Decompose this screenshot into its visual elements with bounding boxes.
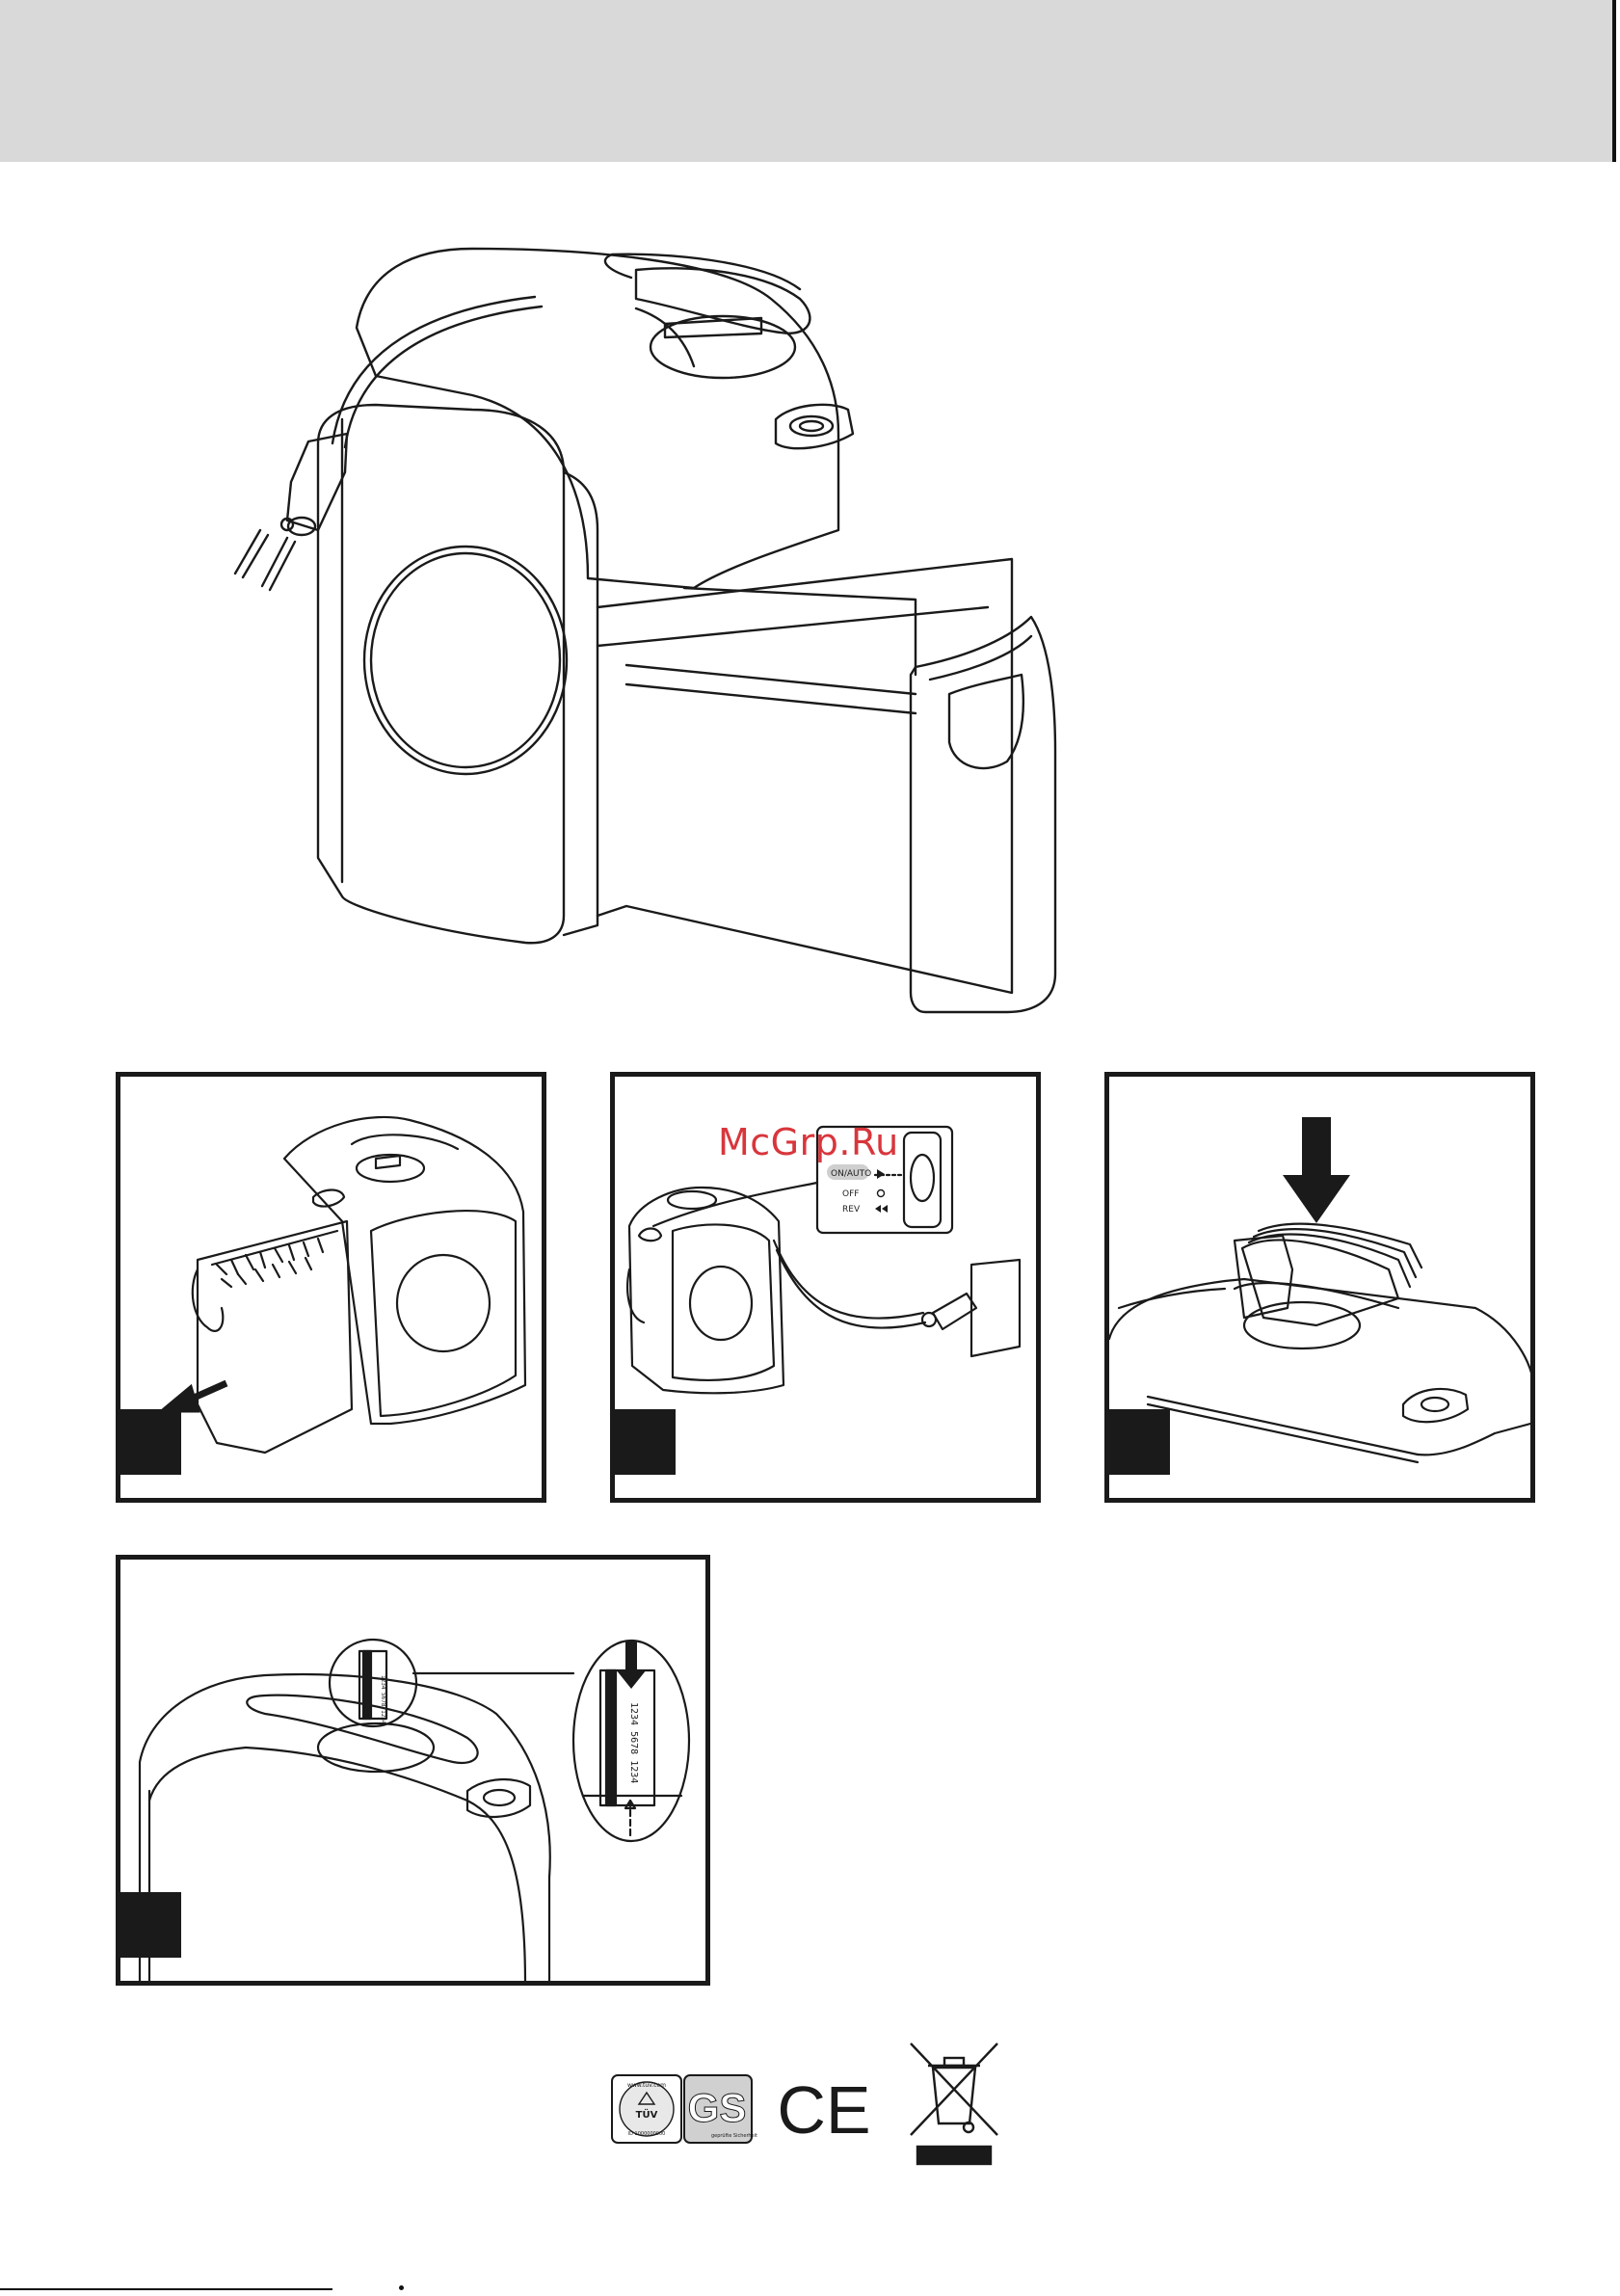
switch-on-label: ON/AUTO [831,1169,871,1179]
tuv-brand: TÜV [636,2107,658,2121]
step-4-marker [116,1892,181,1958]
switch-rev-label: REV [842,1205,861,1215]
svg-text:CE: CE [777,2072,870,2148]
step-2-marker [610,1409,676,1475]
shredder-illustration [183,241,1253,1022]
bottom-rule [0,2288,332,2290]
step-3-marker [1104,1409,1170,1475]
crossed-bin-icon [911,2043,997,2164]
tuv-url: www.tuv.com [627,2082,666,2089]
card-number-magnifier: 1234 5678 1234 [380,1675,386,1724]
ce-mark-icon: CE [777,2072,870,2148]
tuv-gs-seal-icon: www.tuv.com TÜV ID 1000000000 GS geprüft… [612,2075,757,2143]
empty-bin-illustration [120,1077,542,1498]
step-1-panel [116,1072,546,1503]
header-band [0,0,1612,162]
insert-paper-illustration [1109,1077,1530,1498]
certification-marks: www.tuv.com TÜV ID 1000000000 GS geprüft… [607,2039,1012,2174]
watermark-text: McGrp.Ru [718,1121,899,1163]
bottom-dot [399,2285,404,2290]
header-edge [1612,0,1616,162]
card-number-callout: 1234 5678 1234 [628,1702,639,1783]
insert-card-illustration: 1234 5678 1234 1234 5678 1234 [120,1560,705,1981]
gs-logo: GS [688,2085,747,2130]
step-3-panel [1104,1072,1535,1503]
gs-caption: geprüfte Sicherheit [711,2133,757,2139]
switch-off-label: OFF [842,1189,859,1199]
step-4-panel: 1234 5678 1234 1234 5678 1234 [116,1555,710,1986]
step-1-marker [116,1409,181,1475]
tuv-id: ID 1000000000 [628,2131,666,2137]
